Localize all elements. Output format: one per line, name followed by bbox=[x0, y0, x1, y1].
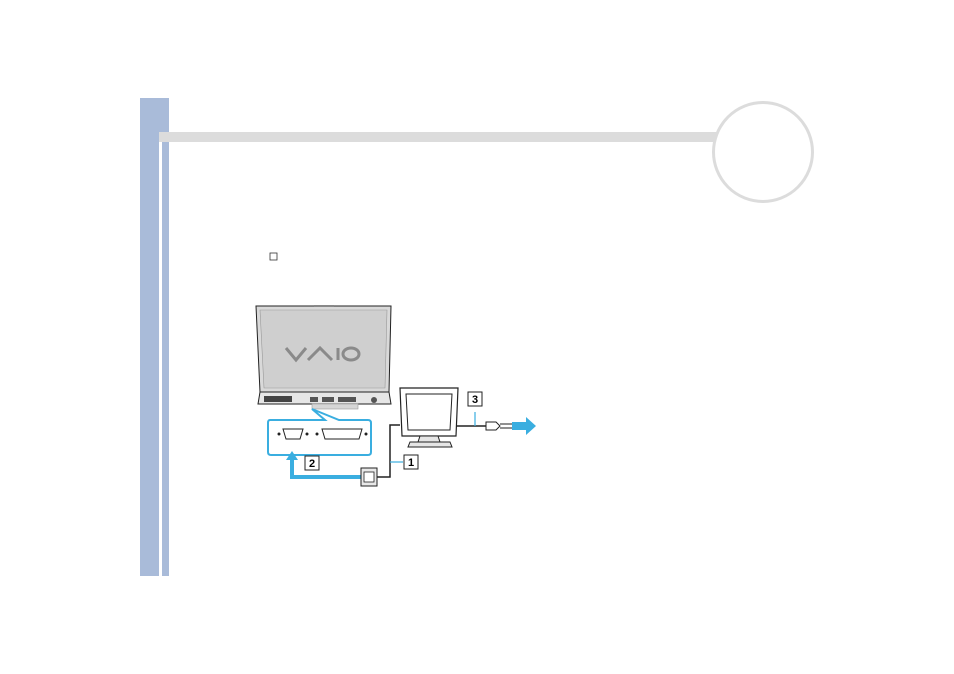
page-number-circle bbox=[712, 101, 814, 203]
callout-3: 3 bbox=[472, 394, 478, 406]
laptop-rear-icon bbox=[256, 305, 391, 409]
header-divider bbox=[159, 132, 719, 142]
monitor-port-icon bbox=[269, 252, 278, 261]
arrow-icon bbox=[292, 458, 363, 477]
external-display-connection-illustration: 2 1 3 bbox=[250, 300, 550, 500]
monitor-icon bbox=[400, 388, 458, 447]
callout-1: 1 bbox=[408, 457, 414, 469]
callout-2: 2 bbox=[309, 458, 315, 470]
vga-port-icon bbox=[278, 429, 309, 439]
power-plug-icon bbox=[456, 417, 536, 435]
parallel-port-icon bbox=[316, 429, 368, 439]
sidebar-band bbox=[140, 98, 169, 576]
sidebar-divider bbox=[159, 132, 162, 576]
